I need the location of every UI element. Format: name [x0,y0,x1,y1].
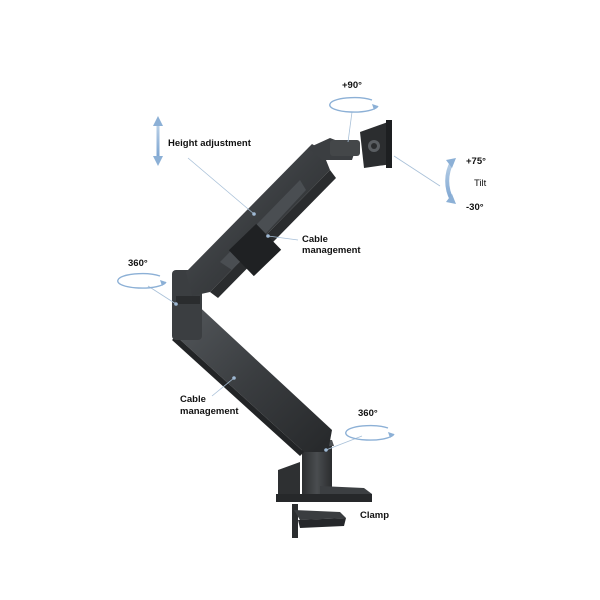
label-cable-management-lower-line2: management [180,406,239,417]
label-clamp: Clamp [360,510,390,521]
upper-arm [186,144,336,298]
guide-line-rotate [347,111,353,143]
swivel-elbow-arrow-icon [117,272,167,289]
label-tilt: Tilt [474,178,487,189]
label-cable-management-lower-line1: Cable [180,394,206,405]
label-cable-management-upper-line2: management [302,245,361,256]
vesa-plate [360,120,392,168]
height-arrow-icon [153,116,163,166]
guide-line-cable-lower [211,377,235,397]
tilt-arrow-icon [445,158,456,204]
label-swivel-elbow-360: 360° [128,258,148,269]
guide-line-tilt [393,155,441,187]
guide-line-height [187,157,255,215]
guide-line-swivel-elbow [147,285,177,305]
clamp-screw [292,504,346,538]
label-tilt-minus-30: -30° [466,202,484,213]
monitor-head-joint [308,138,360,160]
label-cable-management-upper-line1: Cable [302,234,328,245]
label-tilt-plus-75: +75° [466,156,486,167]
swivel-base-arrow-icon [345,424,395,441]
guide-lines [147,111,441,451]
lower-arm [172,300,332,456]
label-height-adjustment: Height adjustment [168,138,251,149]
label-rotate-plus-90: +90° [342,80,362,91]
guide-dots [174,212,328,452]
guide-line-cable-upper [267,235,299,241]
clamp-base [276,462,372,502]
rotate-arrow-icon [329,96,379,113]
label-swivel-base-360: 360° [358,408,378,419]
